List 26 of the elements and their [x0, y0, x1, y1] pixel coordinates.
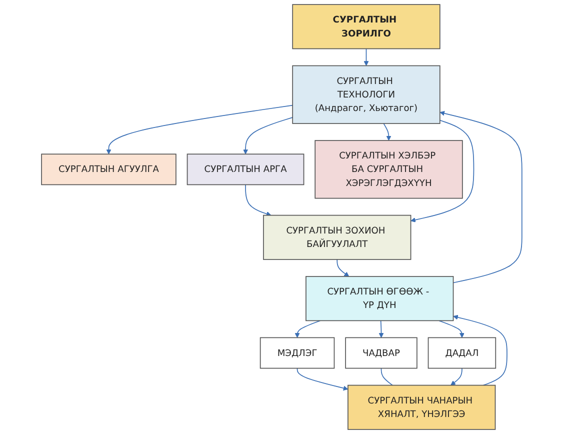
arrow — [336, 259, 350, 277]
arrow — [438, 320, 465, 338]
node-box: СУРГАЛТЫН ТЕХНОЛОГИ (Андрагог, Хьютагог) — [292, 65, 441, 124]
node-box: СУРГАЛТЫН ЗОРИЛГО — [292, 4, 441, 50]
arrow — [410, 120, 474, 222]
node-box: СУРГАЛТЫН ЗОХИОН БАЙГУУЛАЛТ — [263, 214, 412, 260]
arrow — [364, 48, 370, 66]
node-box: СУРГАЛТЫН АГУУЛГА — [41, 154, 177, 186]
arrow — [243, 117, 294, 154]
node-box: МЭДЛЭГ — [260, 337, 335, 369]
node-box: СУРГАЛТЫН ӨГӨӨЖ - ҮР ДҮН — [306, 276, 454, 322]
arrow — [450, 368, 463, 386]
arrow — [297, 368, 348, 391]
arrow — [106, 104, 294, 154]
node-box: СУРГАЛТЫН ЧАНАРЫН ХЯНАЛТ, ҮНЭЛГЭЭ — [348, 384, 496, 430]
arrow — [440, 110, 523, 284]
arrow — [379, 320, 384, 338]
node-box: СУРГАЛТЫН АРГА — [187, 154, 304, 186]
arrow — [453, 314, 508, 386]
node-box: ЧАДВАР — [345, 337, 418, 369]
arrow — [295, 320, 321, 338]
connector — [381, 368, 394, 386]
arrow — [384, 123, 392, 141]
node-box: СУРГАЛТЫН ХЭЛБЭР БА СУРГАЛТЫН ХЭРЭГЛЭГДЭХҮҮН — [314, 140, 464, 199]
node-box: ДАДАЛ — [428, 337, 496, 369]
arrow — [245, 184, 272, 216]
